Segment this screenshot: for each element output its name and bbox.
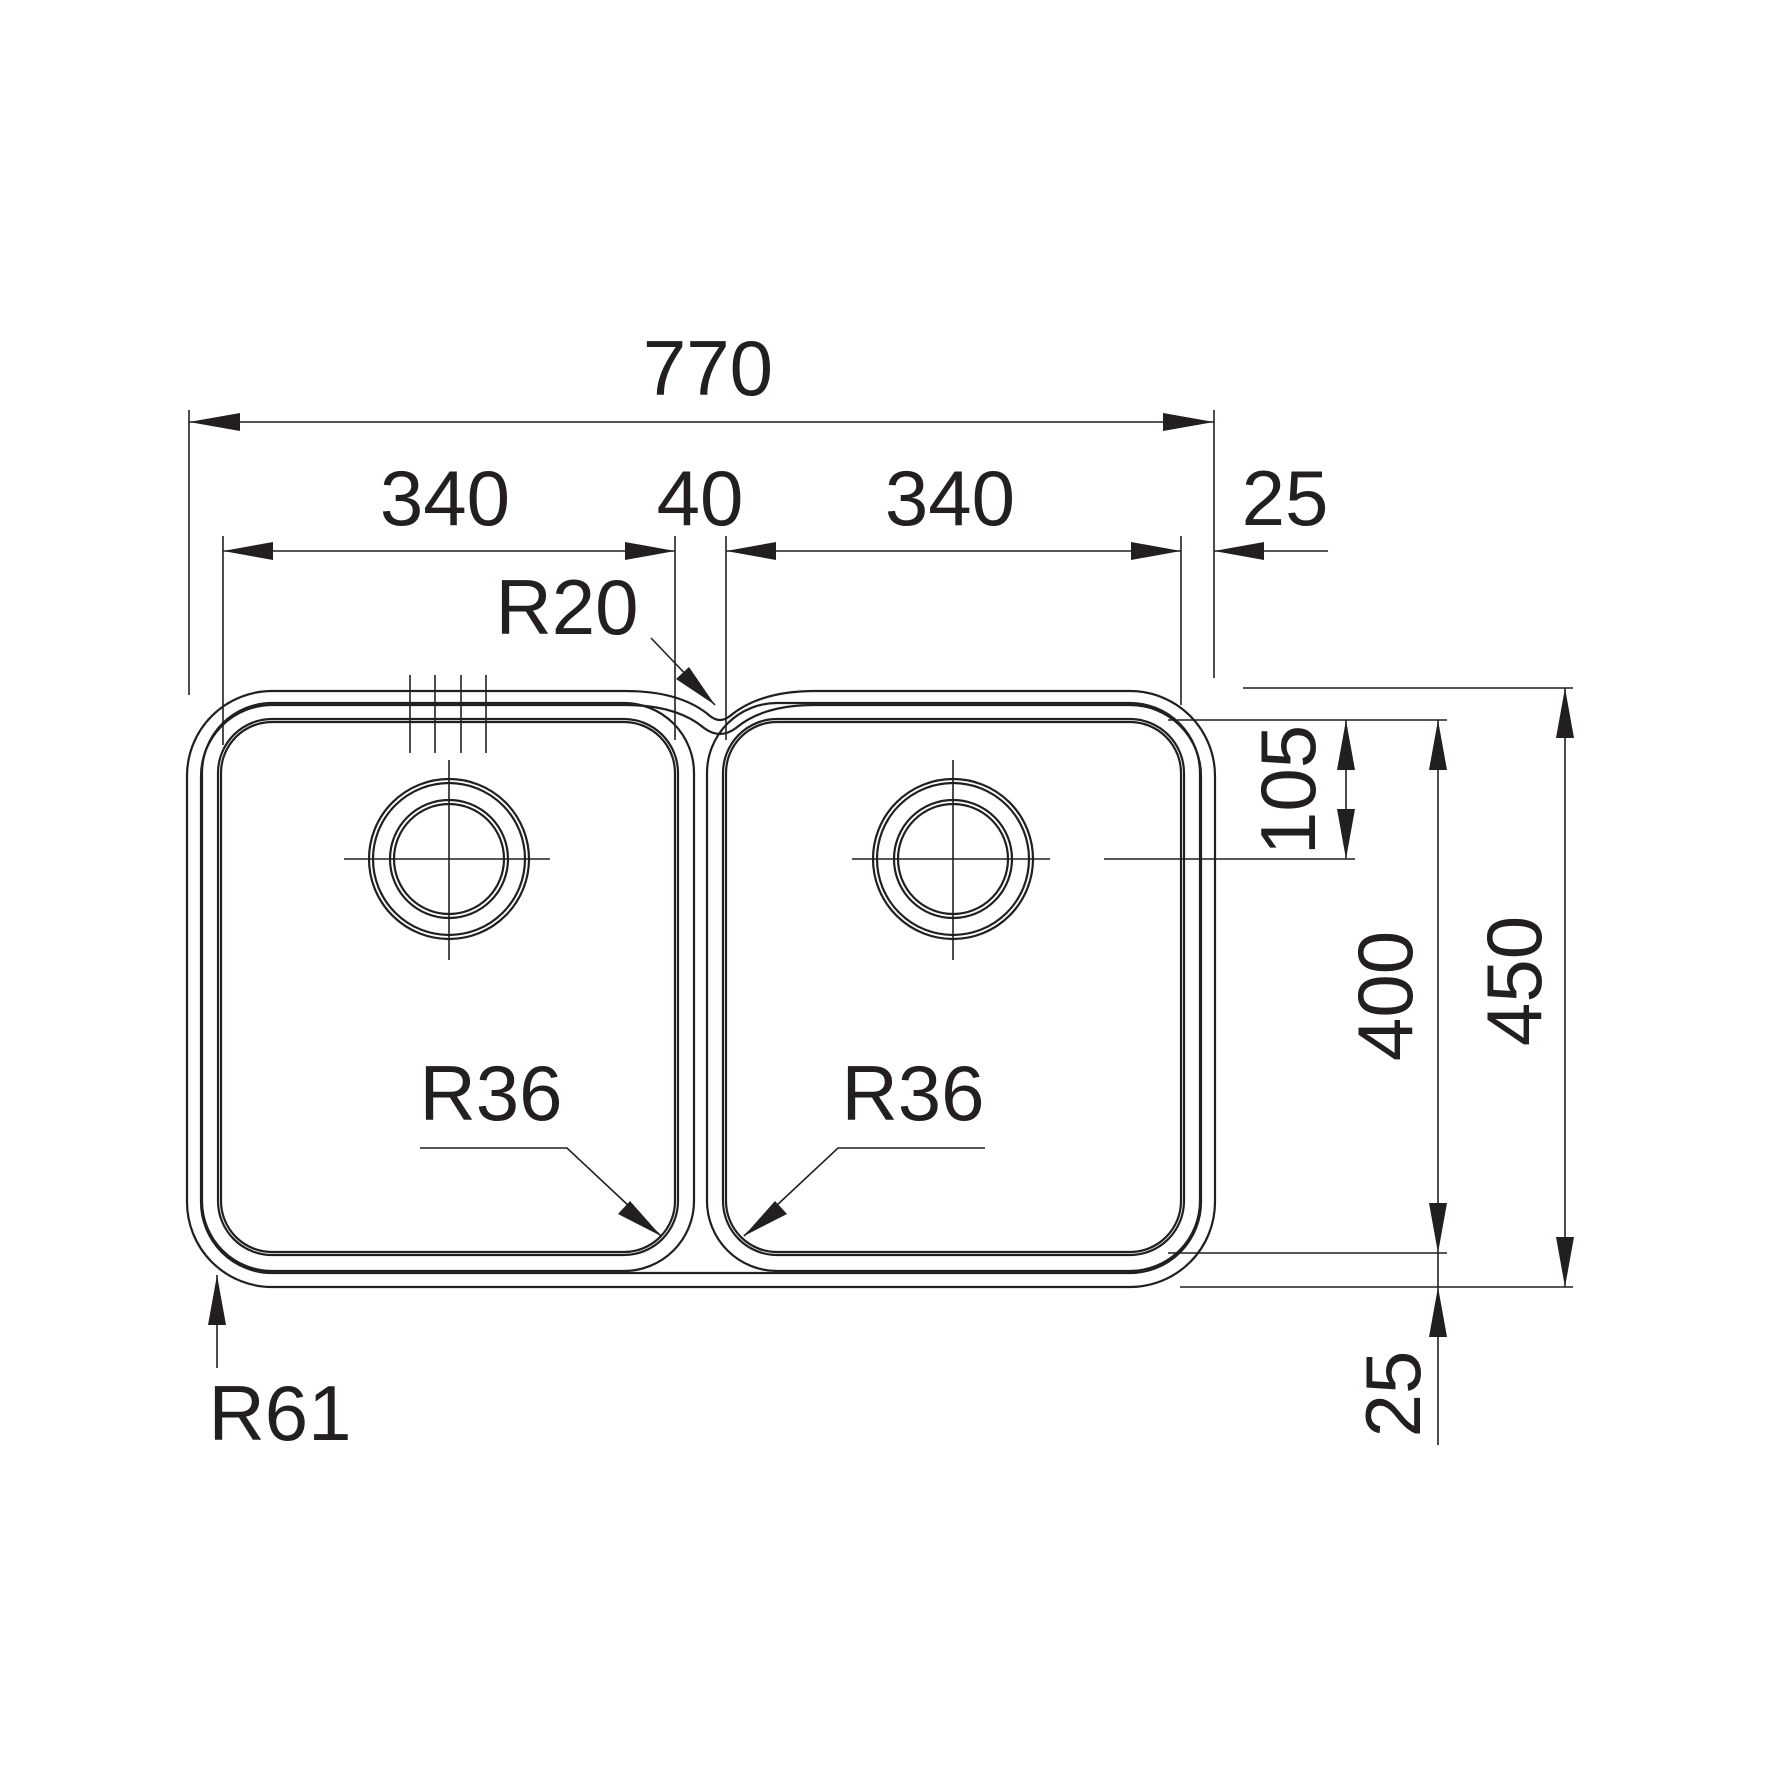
right-bowl	[705, 701, 1202, 1273]
bottom-margin-label: 25	[1349, 1351, 1437, 1438]
right-bowl-width-label: 340	[885, 454, 1015, 542]
right-margin-label: 25	[1242, 454, 1329, 542]
overall-width-label: 770	[643, 324, 773, 412]
overall-depth-label: 450	[1470, 916, 1558, 1046]
right-bowl-corner-radius-label: R36	[841, 1049, 984, 1137]
radius-leaders	[208, 637, 985, 1368]
dimension-lines-vertical	[1104, 687, 1574, 1445]
tap-hole-marks	[409, 675, 487, 753]
dimension-lines-horizontal	[188, 410, 1328, 745]
left-bowl-corner-radius-label: R36	[419, 1049, 562, 1137]
outer-rim	[185, 689, 1217, 1289]
left-bowl	[200, 701, 696, 1273]
divider-width-label: 40	[657, 454, 744, 542]
outer-corner-radius-label: R61	[208, 1369, 351, 1457]
right-drain	[852, 760, 1050, 960]
bowl-depth-label: 400	[1341, 931, 1429, 1061]
divider-radius-label: R20	[495, 563, 638, 651]
left-drain	[344, 760, 550, 960]
left-bowl-width-label: 340	[380, 454, 510, 542]
drain-offset-label: 105	[1244, 725, 1332, 855]
